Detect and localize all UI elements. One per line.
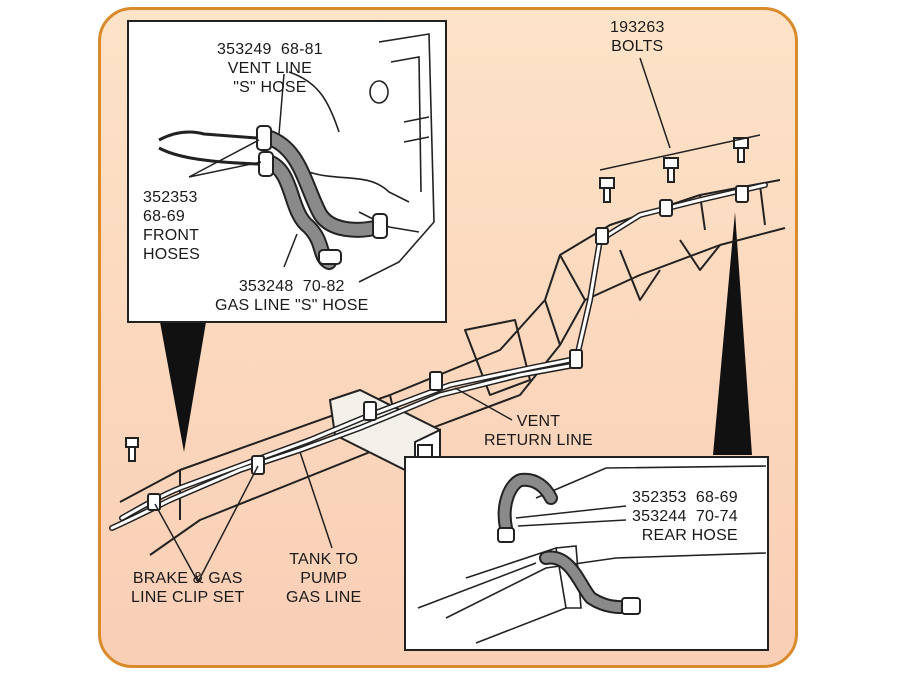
gas-s-hose-label: 353248 70-82 GAS LINE "S" HOSE: [215, 277, 368, 315]
s-hose-text: "S" HOSE: [233, 79, 307, 96]
vent-hose-years: 68-81: [280, 41, 323, 58]
gas-line-text: GAS LINE: [286, 589, 362, 606]
front-hoses-part-number: 352353: [143, 189, 198, 206]
bolts-label: 193263 BOLTS: [610, 18, 665, 56]
bolts-part-number: 193263: [610, 19, 665, 36]
rear-inset-pointer: [713, 212, 752, 455]
brake-gas-text: BRAKE & GAS: [132, 570, 243, 587]
front-text: FRONT: [143, 227, 200, 244]
vent-text: VENT: [516, 413, 561, 430]
rear-hose-part-number-1: 352353: [632, 489, 687, 506]
line-clips: [147, 185, 749, 511]
rear-hose-inset: 352353 68-69 353244 70-74 REAR HOSE: [404, 456, 769, 651]
front-hoses-drawing: [158, 33, 435, 283]
clip-set-label: BRAKE & GAS LINE CLIP SET: [131, 569, 244, 607]
rear-hose-label: 352353 68-69 353244 70-74 REAR HOSE: [632, 488, 738, 545]
gas-hose-years: 70-82: [302, 278, 345, 295]
line-clip-set-text: LINE CLIP SET: [131, 589, 245, 606]
vent-hose-part-number: 353249: [217, 41, 272, 58]
tank-to-pump-label: TANK TO PUMP GAS LINE: [286, 550, 361, 607]
vent-line-text: VENT LINE: [227, 60, 312, 77]
front-hoses-label: 352353 68-69 FRONT HOSES: [143, 188, 200, 264]
vent-return-label: VENT RETURN LINE: [484, 412, 593, 450]
rear-hose-years-1: 68-69: [695, 489, 738, 506]
front-inset-pointer: [160, 322, 206, 452]
vent-s-hose-label: 353249 68-81 VENT LINE "S" HOSE: [217, 40, 323, 97]
rear-hose-part-number-2: 353244: [632, 508, 687, 525]
rear-hose-text: REAR HOSE: [641, 527, 738, 544]
front-hoses-years: 68-69: [143, 208, 185, 225]
pump-text: PUMP: [300, 570, 348, 587]
gas-hose-part-number: 353248: [238, 278, 294, 295]
hoses-text: HOSES: [143, 246, 201, 263]
tank-to-text: TANK TO: [289, 551, 359, 568]
rear-hose-drawing: [417, 465, 767, 644]
return-line-text: RETURN LINE: [484, 432, 593, 449]
leader-lines: [154, 57, 761, 583]
bolts-text: BOLTS: [611, 38, 664, 55]
gas-line-s-hose-text: GAS LINE "S" HOSE: [215, 297, 369, 314]
front-hoses-inset: 353249 68-81 VENT LINE "S" HOSE 352353 6…: [127, 20, 447, 323]
rear-hose-years-2: 70-74: [695, 508, 738, 525]
